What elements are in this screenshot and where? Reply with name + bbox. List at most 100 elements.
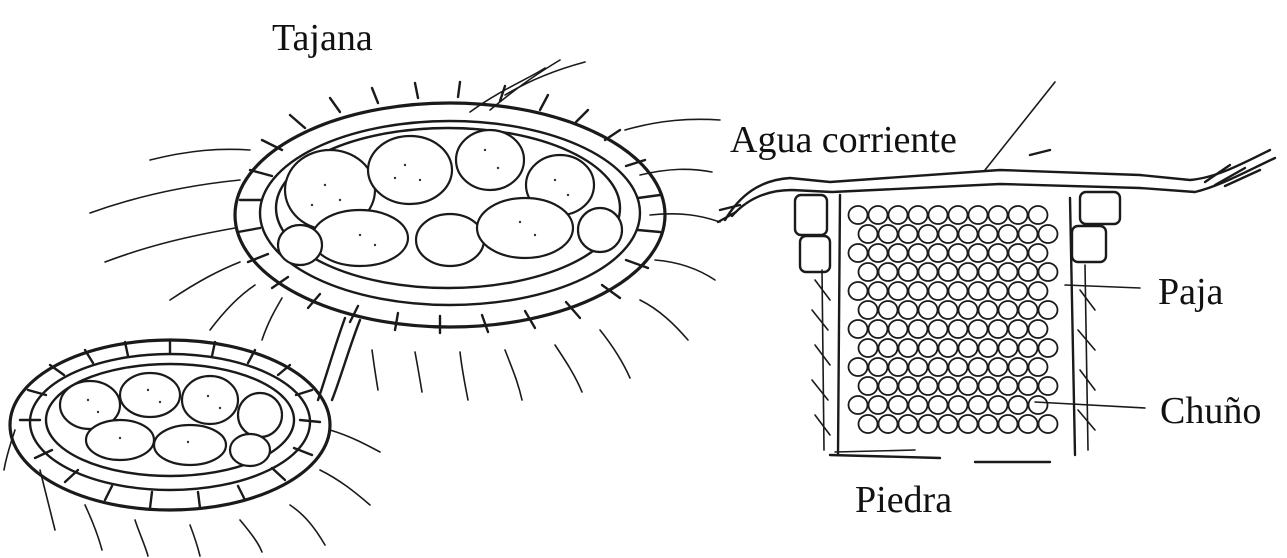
chuno-tuber <box>989 244 1008 262</box>
chuno-tuber <box>849 358 868 376</box>
chuno-tuber <box>949 358 968 376</box>
chuno-tuber <box>1029 320 1048 338</box>
chuno-tuber <box>969 206 988 224</box>
chuno-tuber <box>1019 377 1038 395</box>
chuno-tuber <box>979 415 998 433</box>
chuno-tuber <box>929 358 948 376</box>
chuno-tuber <box>949 320 968 338</box>
chuno-tuber <box>1039 301 1058 319</box>
chuno-tuber <box>1029 282 1048 300</box>
chuno-tuber <box>849 244 868 262</box>
chuno-tuber <box>989 358 1008 376</box>
chuno-tuber <box>909 396 928 414</box>
chuno-tuber <box>1019 301 1038 319</box>
paja-label: Paja <box>1158 271 1224 313</box>
chuno-tuber <box>949 282 968 300</box>
chuno-tuber <box>949 206 968 224</box>
chuno-tuber <box>1019 339 1038 357</box>
chuno-tuber <box>939 301 958 319</box>
chuno-tuber <box>1039 225 1058 243</box>
chuno-tuber <box>979 339 998 357</box>
chuno-tuber <box>879 377 898 395</box>
chuno-tuber <box>1039 415 1058 433</box>
chuno-tuber <box>879 301 898 319</box>
chuno-tuber <box>979 301 998 319</box>
lower-tubers <box>60 373 282 466</box>
tajana-label: Tajana <box>272 17 373 59</box>
chuno-tuber <box>1009 282 1028 300</box>
upper-tajana-pool <box>90 60 720 400</box>
chuno-tuber <box>849 396 868 414</box>
lower-tajana-pool <box>4 340 380 556</box>
chuno-tuber <box>1019 415 1038 433</box>
chuno-tuber <box>999 301 1018 319</box>
chuno-tuber <box>869 206 888 224</box>
chuno-tuber <box>1009 358 1028 376</box>
chuno-tuber <box>889 320 908 338</box>
chuno-tuber <box>909 244 928 262</box>
left-wall-stones <box>795 195 830 272</box>
chuno-tuber <box>1019 263 1038 281</box>
chuno-tuber <box>849 282 868 300</box>
chuno-tuber <box>1009 396 1028 414</box>
chuno-tuber <box>919 225 938 243</box>
chuno-tuber <box>889 396 908 414</box>
chuno-tuber <box>969 396 988 414</box>
chuno-tuber <box>909 206 928 224</box>
chuno-tuber <box>929 396 948 414</box>
chuno-tuber <box>1039 377 1058 395</box>
chuno-tuber <box>1029 396 1048 414</box>
chuno-tuber <box>939 415 958 433</box>
chuno-tuber <box>919 339 938 357</box>
chuno-tuber <box>939 377 958 395</box>
chuno-tuber <box>899 301 918 319</box>
chuno-tuber <box>909 320 928 338</box>
chuno-tuber <box>909 358 928 376</box>
chuno-tuber <box>979 377 998 395</box>
chuno-tuber <box>869 358 888 376</box>
chuno-tuber <box>999 263 1018 281</box>
chuno-tuber <box>859 377 878 395</box>
chuno-tuber <box>979 225 998 243</box>
agua-corriente-label: Agua corriente <box>730 119 957 161</box>
chuno-tuber <box>919 301 938 319</box>
chuno-tuber <box>899 225 918 243</box>
right-wall-stones <box>1072 192 1120 262</box>
chuno-tuber <box>999 225 1018 243</box>
chuno-tuber <box>999 415 1018 433</box>
chuno-tuber <box>949 244 968 262</box>
chuno-tuber <box>989 396 1008 414</box>
chuno-tuber <box>969 282 988 300</box>
chuno-tuber <box>869 244 888 262</box>
chuno-tuber <box>929 282 948 300</box>
chuno-tuber <box>949 396 968 414</box>
chuno-tuber <box>859 339 878 357</box>
chuno-tuber <box>859 301 878 319</box>
chuno-tuber <box>919 377 938 395</box>
chuno-label: Chuño <box>1160 390 1261 432</box>
chuno-tuber <box>939 263 958 281</box>
chuno-tuber <box>859 415 878 433</box>
chuno-tuber <box>1009 244 1028 262</box>
chuno-tuber <box>859 225 878 243</box>
chuno-tuber <box>1029 358 1048 376</box>
chuno-tuber <box>1039 339 1058 357</box>
chuno-tuber <box>899 339 918 357</box>
chuno-tuber <box>959 415 978 433</box>
chuno-tuber <box>989 282 1008 300</box>
upper-tubers <box>278 130 622 266</box>
chuno-tuber <box>1009 320 1028 338</box>
chuno-tuber <box>849 320 868 338</box>
chuno-tuber <box>889 282 908 300</box>
chuno-tuber <box>959 339 978 357</box>
chuno-tuber <box>859 263 878 281</box>
chuno-tuber <box>1009 206 1028 224</box>
chuno-tuber <box>1039 263 1058 281</box>
chuno-tuber <box>899 263 918 281</box>
chuno-tuber <box>919 263 938 281</box>
chuno-tuber <box>1029 206 1048 224</box>
chuno-tuber <box>899 377 918 395</box>
chuno-tuber <box>889 244 908 262</box>
chuno-tuber <box>879 339 898 357</box>
